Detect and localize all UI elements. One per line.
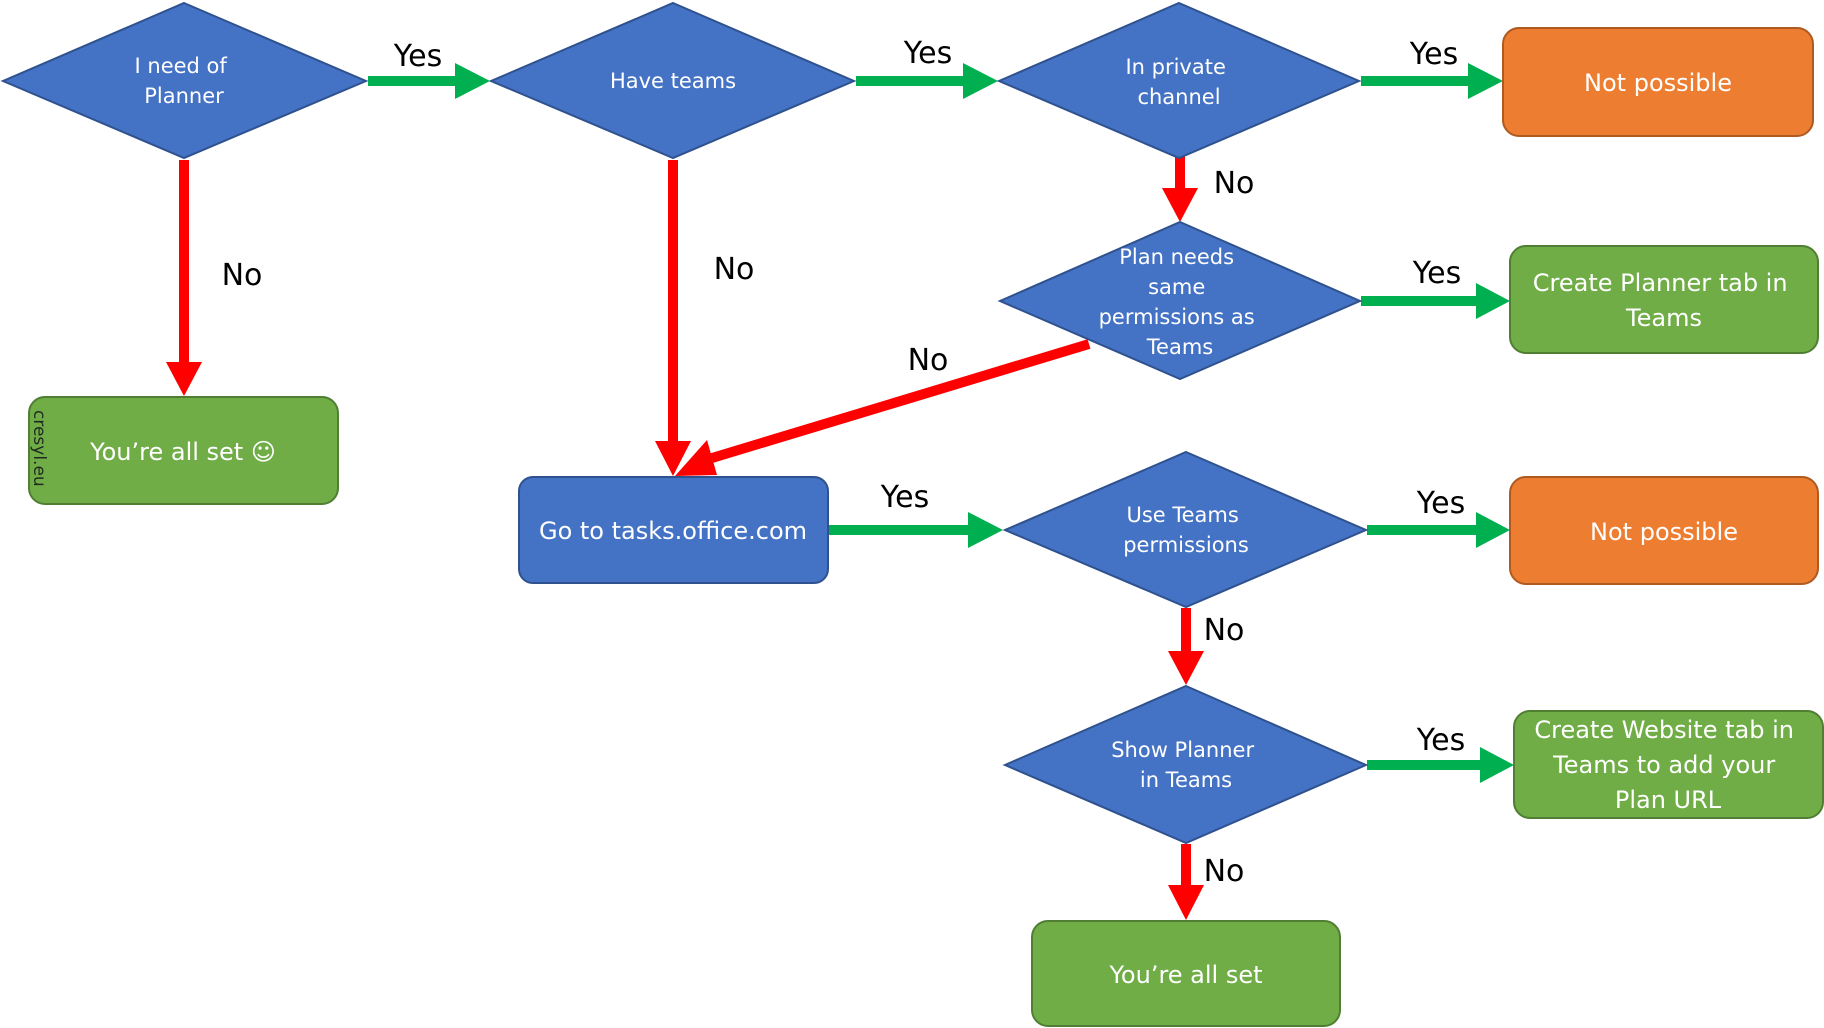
action-go-tasks: Go to tasks.office.com xyxy=(518,476,829,584)
decision-label: Have teams xyxy=(610,69,736,93)
decision-have-teams: Have teams xyxy=(488,1,857,160)
outcome-label: You’re all set xyxy=(1108,961,1262,989)
edge-label-yes: Yes xyxy=(1409,37,1458,72)
edge-show-planner-to-create-website-tab: Yes xyxy=(1367,723,1514,783)
edge-label-no: No xyxy=(222,258,263,293)
outcome-label: Not possible xyxy=(1584,69,1732,97)
edge-private-channel-to-same-permissions: No xyxy=(1162,152,1254,222)
edge-have-teams-to-private-channel: Yes xyxy=(856,36,998,99)
edge-need-planner-to-all-set: No xyxy=(166,160,262,396)
outcome-label: You’re all set ☺ xyxy=(89,438,276,466)
edge-label-yes: Yes xyxy=(903,36,952,71)
outcome-all-set: You’re all set ☺ cresyl.eu xyxy=(28,396,339,505)
edge-use-permissions-to-not-possible: Yes xyxy=(1367,486,1510,548)
decision-label: Plan needs same permissions as Teams xyxy=(1099,245,1262,359)
edge-label-yes: Yes xyxy=(1416,486,1465,521)
edge-same-permissions-to-go-tasks: No xyxy=(675,339,1091,476)
decision-label: Use Teams permissions xyxy=(1123,503,1249,557)
edge-label-yes: Yes xyxy=(880,480,929,515)
outcome-all-set: You’re all set xyxy=(1031,920,1341,1027)
outcome-label: Create Website tab in Teams to add your … xyxy=(1534,716,1801,814)
edge-label-no: No xyxy=(1204,854,1245,889)
decision-label: I need of Planner xyxy=(135,54,234,108)
outcome-not-possible: Not possible xyxy=(1509,476,1819,585)
outcome-create-website-tab: Create Website tab in Teams to add your … xyxy=(1513,710,1824,819)
decision-label: Show Planner in Teams xyxy=(1111,738,1261,792)
outcome-label: Not possible xyxy=(1590,518,1738,546)
edge-private-channel-to-not-possible: Yes xyxy=(1361,37,1503,99)
watermark-text: cresyl.eu xyxy=(29,410,49,487)
edge-label-yes: Yes xyxy=(393,39,442,74)
outcome-create-planner-tab: Create Planner tab in Teams xyxy=(1509,245,1819,354)
edge-need-planner-to-have-teams: Yes xyxy=(368,39,490,99)
decision-label: In private channel xyxy=(1125,55,1232,109)
decision-show-planner: Show Planner in Teams xyxy=(1002,684,1369,845)
edge-label-yes: Yes xyxy=(1416,723,1465,758)
edge-label-no: No xyxy=(1204,613,1245,648)
decision-use-permissions: Use Teams permissions xyxy=(1002,450,1369,609)
edge-go-tasks-to-use-permissions: Yes xyxy=(828,480,1003,548)
edge-label-no: No xyxy=(1214,166,1255,201)
edge-use-permissions-to-show-planner: No xyxy=(1168,608,1244,685)
edge-label-no: No xyxy=(908,343,949,378)
decision-same-permissions: Plan needs same permissions as Teams xyxy=(997,220,1363,381)
edge-same-permissions-to-create-planner-tab: Yes xyxy=(1361,256,1510,319)
outcome-not-possible: Not possible xyxy=(1502,27,1814,137)
decision-private-channel: In private channel xyxy=(996,1,1362,160)
outcome-label: Create Planner tab in Teams xyxy=(1533,269,1795,332)
edge-label-no: No xyxy=(714,252,755,287)
edge-show-planner-to-all-set: No xyxy=(1168,844,1244,920)
edge-have-teams-to-go-tasks: No xyxy=(655,160,754,476)
action-label: Go to tasks.office.com xyxy=(539,517,807,545)
edge-label-yes: Yes xyxy=(1412,256,1461,291)
decision-need-planner: I need of Planner xyxy=(0,1,369,160)
